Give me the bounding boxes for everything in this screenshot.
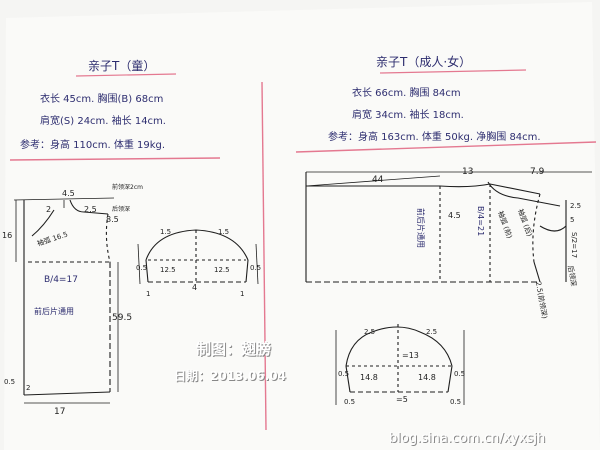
- watermark-url: blog.sina.com.cn/xyxsjh: [389, 431, 545, 446]
- child-armhole-depth: 8.5: [106, 215, 119, 224]
- child-center-note: 前后片通用: [34, 306, 74, 316]
- adult-top-len: 44: [372, 175, 384, 185]
- child-length: 59.5: [112, 313, 132, 323]
- left-spec-line2: 肩宽(S) 24cm. 袖长 14cm.: [40, 114, 166, 127]
- right-spec-line1: 衣长 66cm. 胸围 84cm: [352, 86, 461, 99]
- right-title: 亲子T（成人·女）: [376, 54, 471, 69]
- child-neck-width: 4.5: [62, 189, 75, 198]
- left-title: 亲子T（童）: [88, 58, 155, 73]
- child-hem-width: 17: [54, 407, 65, 417]
- adult-vertical-left: 前后片通用: [416, 208, 426, 248]
- right-spec-line2: 肩宽 34cm. 袖长 18cm.: [352, 108, 464, 121]
- child-sleeve-cap-mid: 4: [192, 283, 197, 292]
- child-sleeve-top-left: 1.5: [160, 228, 171, 236]
- red-divider-left: [9, 157, 221, 161]
- child-height-left: 16: [2, 231, 12, 240]
- child-sleeve-bottom-left: 1: [146, 290, 150, 298]
- adult-sleeve-cap-left: 14.8: [360, 373, 378, 382]
- left-spec-line3: 参考：身高 110cm. 体重 19kg.: [20, 138, 165, 151]
- child-sleeve-bottom-right: 1: [240, 290, 244, 298]
- right-spec-line3: 参考：身高 163cm. 体重 50kg. 净胸围 84cm.: [328, 130, 541, 143]
- adult-sleeve: [335, 324, 465, 405]
- adult-right-a: 2.5: [570, 202, 581, 210]
- child-shoulder-drop: 2.5: [84, 205, 97, 214]
- adult-sleeve-bottom-center: =5: [396, 395, 408, 404]
- adult-top-right: 7.9: [530, 167, 545, 177]
- adult-sleeve-mid: =13: [402, 351, 419, 360]
- left-spec-line1: 衣长 45cm. 胸围(B) 68cm: [40, 92, 163, 105]
- adult-vertical-mid: B/4=21: [476, 206, 485, 236]
- title-underline-left: [75, 73, 177, 77]
- watermark-author: 制图：翅膀: [196, 340, 271, 358]
- paper-sheet: [4, 2, 600, 450]
- watermark-date: 日期：2013.06.04: [174, 368, 286, 383]
- watermark-author-shadow: 制图：翅膀: [197, 341, 272, 359]
- child-hem-corner: 2: [26, 384, 30, 392]
- child-side-tag: 前领深2cm: [112, 183, 143, 191]
- watermark-date-shadow: 日期：2013.06.04: [175, 369, 287, 384]
- child-sleeve: [137, 229, 259, 285]
- adult-sleeve-cap-right: 14.8: [418, 373, 436, 382]
- title-underline-right: [379, 69, 527, 74]
- child-sleeve-cap-left: 12.5: [160, 266, 176, 274]
- red-divider-right: [295, 141, 597, 153]
- adult-right-b: 5: [570, 216, 574, 224]
- adult-sleeve-top-right: 2.5: [426, 328, 437, 336]
- child-neck-depth: 2: [46, 205, 51, 214]
- watermark-url-shadow: blog.sina.com.cn/xyxsjh: [390, 432, 546, 447]
- child-sleeve-top-right: 1.5: [218, 228, 229, 236]
- child-sleeve-cap-right: 12.5: [214, 266, 230, 274]
- adult-sleeve-side-right: 0.5: [454, 370, 465, 378]
- child-bodice: [13, 197, 119, 404]
- adult-bodice: [305, 171, 592, 283]
- adult-sleeve-bottom-left: 0.5: [344, 398, 355, 406]
- adult-sleeve-bottom-right: 0.5: [450, 398, 461, 406]
- adult-right-c: S/2=17: [570, 232, 578, 258]
- child-hem-left: 0.5: [4, 378, 15, 386]
- adult-left-edge: 4.5: [448, 211, 461, 220]
- child-sleeve-side-left: 0.5: [136, 264, 147, 272]
- adult-top-mid: 13: [462, 167, 473, 177]
- child-chest: B/4=17: [44, 275, 78, 285]
- adult-sleeve-top-left: 2.5: [364, 328, 375, 336]
- adult-sleeve-side-left: 0.5: [338, 370, 349, 378]
- child-back-tag: 后领深: [112, 205, 130, 213]
- adult-right-bottom: 后领深: [566, 265, 579, 287]
- red-divider-vertical: [261, 81, 267, 431]
- child-sleeve-side-right: 0.5: [250, 264, 261, 272]
